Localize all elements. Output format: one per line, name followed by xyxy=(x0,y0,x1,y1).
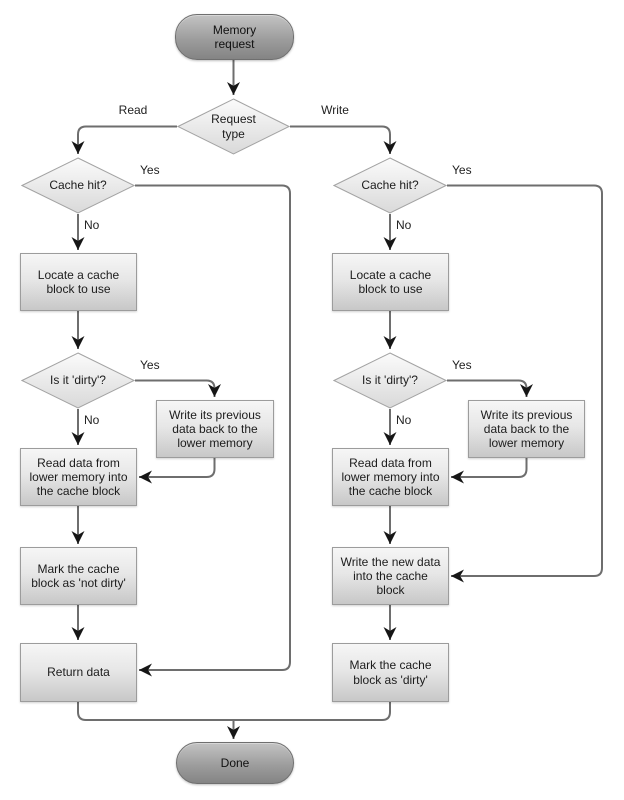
edge-label-write: Write xyxy=(321,103,349,117)
diamond-shape xyxy=(333,352,447,409)
diamond-shape xyxy=(177,98,290,155)
process-mark-dirty: Mark the cache block as 'dirty' xyxy=(332,643,449,702)
process-write-new-data-label: Write the new data into the cache block xyxy=(340,554,441,598)
edge-cache-hit-write-yes xyxy=(447,184,603,583)
edge-label-no-dirty-write: No xyxy=(396,413,412,427)
process-read-lower-read-label: Read data from lower memory into the cac… xyxy=(29,455,128,499)
process-locate-block-read-label: Locate a cache block to use xyxy=(37,267,120,296)
edge-label-yes-cache-hit-read: Yes xyxy=(140,163,160,177)
diamond-shape xyxy=(21,352,135,409)
terminator-memory-request: Memory request xyxy=(175,14,294,60)
decision-cache-hit-write-label: Cache hit? xyxy=(361,178,419,193)
process-write-back-write: Write its previous data back to the lowe… xyxy=(468,400,585,458)
decision-is-dirty-read-label: Is it 'dirty'? xyxy=(50,373,106,388)
process-read-lower-write-label: Read data from lower memory into the cac… xyxy=(341,455,440,499)
process-mark-not-dirty-label: Mark the cache block as 'not dirty' xyxy=(31,561,126,590)
edge-writeback-write-to-readlower xyxy=(451,458,528,484)
edge-label-yes-dirty-read: Yes xyxy=(140,358,160,372)
decision-is-dirty-write-label: Is it 'dirty'? xyxy=(362,373,418,388)
edge-cache-hit-read-yes xyxy=(135,184,291,677)
edge-dirty-write-yes xyxy=(447,379,533,397)
process-locate-block-write-label: Locate a cache block to use xyxy=(349,267,432,296)
decision-is-dirty-read: Is it 'dirty'? xyxy=(21,352,135,409)
decision-request-type-label: Request type xyxy=(211,112,256,141)
diamond-shape xyxy=(21,157,135,214)
edge-label-no-cache-hit-write: No xyxy=(396,218,412,232)
process-write-back-read: Write its previous data back to the lowe… xyxy=(156,400,274,458)
terminator-memory-request-label: Memory request xyxy=(212,22,257,51)
edge-writeback-read-to-readlower xyxy=(139,458,216,484)
decision-request-type: Request type xyxy=(177,98,290,155)
edge-request-type-read xyxy=(71,125,177,154)
process-read-lower-write: Read data from lower memory into the cac… xyxy=(332,448,449,506)
process-read-lower-read: Read data from lower memory into the cac… xyxy=(20,448,137,506)
process-locate-block-write: Locate a cache block to use xyxy=(332,253,449,311)
edge-label-no-dirty-read: No xyxy=(84,413,100,427)
process-write-back-write-label: Write its previous data back to the lowe… xyxy=(480,407,573,451)
decision-cache-hit-read-label: Cache hit? xyxy=(49,178,107,193)
decision-cache-hit-write: Cache hit? xyxy=(333,157,447,214)
process-mark-not-dirty: Mark the cache block as 'not dirty' xyxy=(20,547,137,605)
process-write-new-data: Write the new data into the cache block xyxy=(332,547,449,605)
edge-label-no-cache-hit-read: No xyxy=(84,218,100,232)
process-locate-block-read: Locate a cache block to use xyxy=(20,253,137,311)
edge-dirty-read-yes xyxy=(135,379,221,397)
process-return-data-label: Return data xyxy=(47,665,110,680)
process-mark-dirty-label: Mark the cache block as 'dirty' xyxy=(349,658,432,687)
process-write-back-read-label: Write its previous data back to the lowe… xyxy=(169,407,261,451)
terminator-done: Done xyxy=(176,742,294,784)
terminator-done-label: Done xyxy=(220,755,250,770)
edge-request-type-write xyxy=(290,125,397,154)
decision-is-dirty-write: Is it 'dirty'? xyxy=(333,352,447,409)
edge-label-yes-cache-hit-write: Yes xyxy=(452,163,472,177)
edge-return-to-merge xyxy=(77,702,234,721)
edge-markdirty-to-merge xyxy=(233,702,391,721)
edge-label-yes-dirty-write: Yes xyxy=(452,358,472,372)
edge-label-read: Read xyxy=(118,103,148,117)
diamond-shape xyxy=(333,157,447,214)
decision-cache-hit-read: Cache hit? xyxy=(21,157,135,214)
process-return-data: Return data xyxy=(20,643,137,702)
